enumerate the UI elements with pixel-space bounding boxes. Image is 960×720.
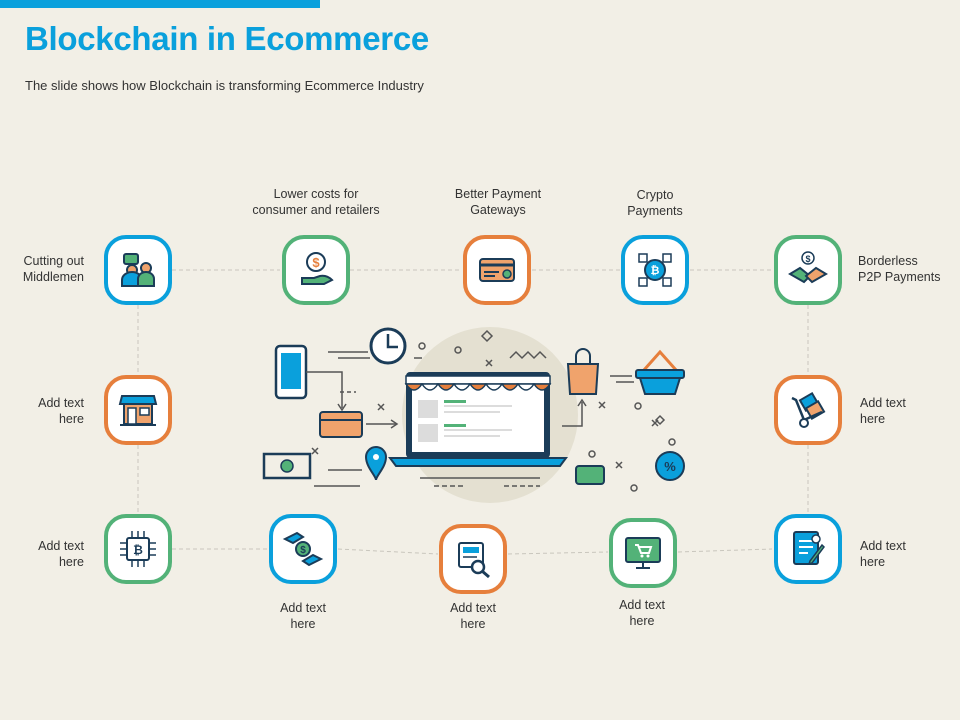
node-better-payment-gateways bbox=[463, 235, 531, 305]
bitcoin-network-icon: ₿ bbox=[638, 253, 672, 287]
bitcoin-chip-icon: ₿ bbox=[120, 531, 156, 567]
discount-percent-icon: % bbox=[655, 451, 685, 481]
smartphone-icon bbox=[274, 344, 308, 400]
node-lower-costs: $ bbox=[282, 235, 350, 305]
node-bottom-3 bbox=[609, 518, 677, 588]
storefront-icon bbox=[118, 395, 158, 426]
svg-text:$: $ bbox=[805, 254, 810, 264]
money-exchange-icon: $ bbox=[282, 531, 324, 567]
people-meeting-icon bbox=[121, 253, 155, 287]
online-cart-icon bbox=[625, 537, 661, 569]
slide-subtitle: The slide shows how Blockchain is transf… bbox=[25, 78, 424, 93]
clock-icon bbox=[369, 327, 407, 365]
node-borderless-p2p-payments: $ bbox=[774, 235, 842, 305]
chat-bubble-icon bbox=[575, 465, 605, 485]
node-left-middle bbox=[104, 375, 172, 445]
accent-bar bbox=[0, 0, 320, 8]
svg-text:$: $ bbox=[300, 545, 306, 556]
shopping-bag-icon bbox=[566, 348, 600, 395]
credit-card-icon bbox=[319, 411, 363, 438]
node-bottom-2 bbox=[439, 524, 507, 594]
banknote-icon bbox=[262, 452, 312, 480]
ecommerce-laptop-illustration: % bbox=[262, 327, 685, 503]
slide-title: Blockchain in Ecommerce bbox=[25, 20, 429, 57]
svg-text:%: % bbox=[664, 459, 676, 474]
payment-card-icon bbox=[479, 258, 515, 282]
node-right-bottom bbox=[774, 514, 842, 584]
laptop-storefront-icon bbox=[388, 372, 568, 467]
product-search-icon bbox=[458, 542, 490, 579]
node-cutting-out-middlemen bbox=[104, 235, 172, 305]
svg-text:₿: ₿ bbox=[133, 543, 143, 557]
node-bottom-1: $ bbox=[269, 514, 337, 584]
invoice-icon bbox=[793, 531, 825, 566]
node-right-middle bbox=[774, 375, 842, 445]
svg-text:₿: ₿ bbox=[651, 265, 660, 277]
node-crypto-payments: ₿ bbox=[621, 235, 689, 305]
delivery-trolley-icon bbox=[791, 391, 826, 428]
location-pin-icon bbox=[364, 446, 388, 481]
handshake-icon: $ bbox=[788, 251, 828, 284]
dollar-hand-icon: $ bbox=[301, 252, 334, 285]
svg-text:$: $ bbox=[312, 255, 320, 270]
node-left-bottom: ₿ bbox=[104, 514, 172, 584]
shopping-basket-icon bbox=[635, 349, 685, 395]
